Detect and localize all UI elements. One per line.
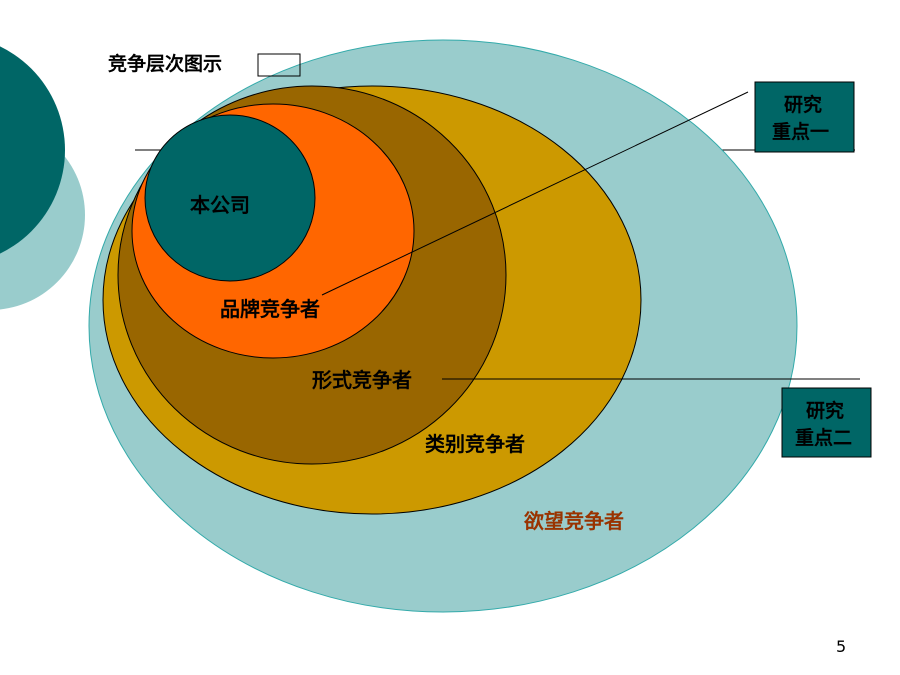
company-label: 本公司: [190, 193, 250, 217]
focus-one-callout: 研究 重点一: [754, 81, 855, 153]
focus-two-line-2: 重点二: [795, 427, 852, 449]
brand-competitors-label: 品牌竞争者: [220, 297, 320, 321]
focus-one-line-1: 研究: [784, 93, 822, 116]
decorative-dark-circle: [0, 46, 65, 254]
category-competitors-label: 类别竞争者: [425, 432, 525, 456]
title-frame: [257, 53, 301, 77]
page-number: 5: [836, 637, 846, 656]
focus-two-line-1: 研究: [806, 399, 844, 422]
company-ellipse: [144, 114, 316, 282]
focus-two-callout: 研究 重点二: [781, 387, 872, 458]
callout-line-one: [321, 91, 749, 296]
diagram-title: 竞争层次图示: [108, 52, 222, 75]
desire-competitors-label: 欲望竞争者: [523, 509, 624, 533]
focus-two-box: [781, 387, 872, 458]
focus-one-line-2: 重点一: [772, 121, 829, 143]
form-competitors-label: 形式竞争者: [312, 368, 412, 392]
focus-one-box: [754, 81, 855, 153]
